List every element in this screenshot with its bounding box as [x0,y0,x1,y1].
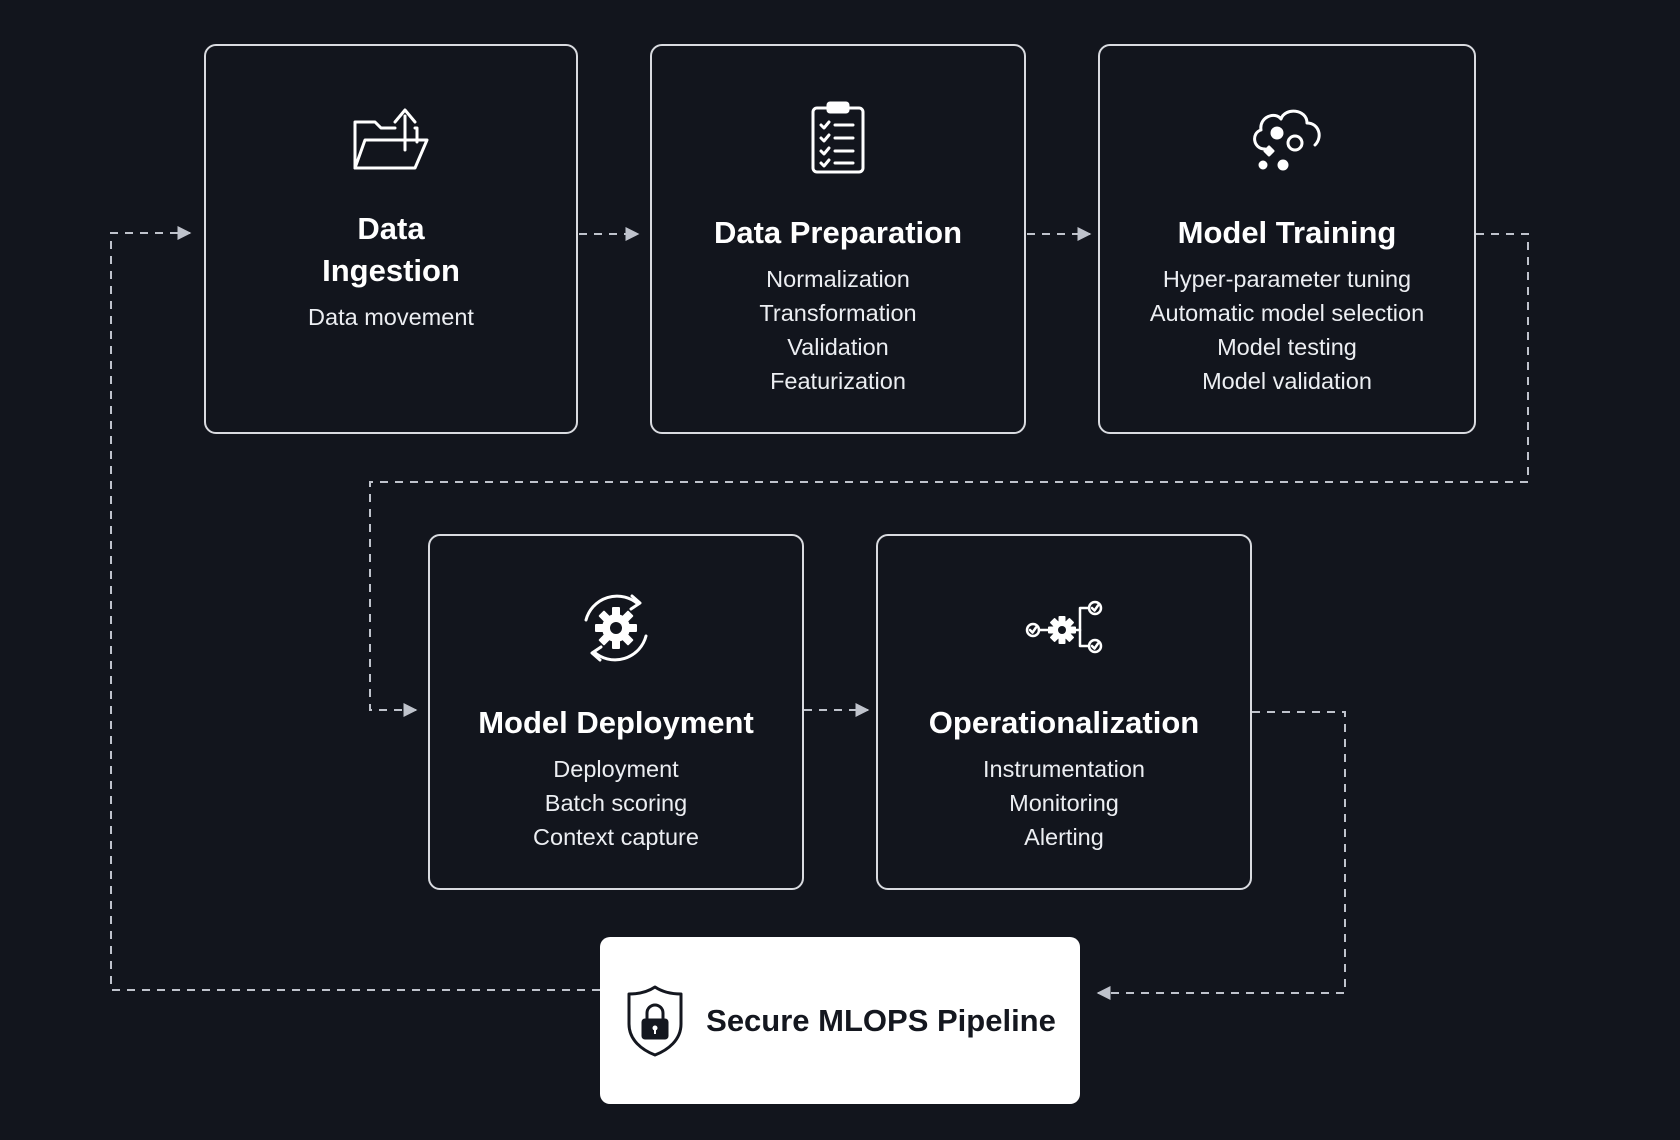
stage-item-list: Data movement [308,300,474,334]
stage-item: Normalization [766,266,910,292]
stage-card-model-deployment: Model Deployment Deployment Batch scorin… [428,534,804,890]
clipboard-checklist-icon [798,98,878,178]
connector-operationalization-to-pipeline [1096,711,1346,1000]
stage-item: Monitoring [1009,790,1119,816]
pipeline-label: Secure MLOPS Pipeline [706,1002,1056,1038]
stage-item: Hyper-parameter tuning [1162,266,1412,292]
stage-item: Transformation [759,300,917,326]
connector-pipeline-to-ingestion [110,226,600,991]
stage-item: Validation [787,334,889,360]
stage-title: Data Preparation [713,215,963,250]
stage-item: Data movement [308,304,474,330]
folder-upload-icon [351,98,431,178]
stage-item: Context capture [533,824,699,850]
stage-item-list: Normalization Transformation Validation … [759,262,916,398]
secure-pipeline-badge: Secure MLOPS Pipeline [600,937,1080,1104]
stage-title: Data Ingestion [322,211,460,288]
stage-item: Automatic model selection [1149,300,1425,326]
stage-item: Featurization [770,368,906,394]
stage-item: Model validation [1202,368,1372,394]
stage-item-list: Deployment Batch scoring Context capture [533,752,699,854]
gear-workflow-icon [1024,588,1104,668]
stage-item: Model testing [1217,334,1357,360]
stage-card-model-training: Model Training Hyper-parameter tuning Au… [1098,44,1476,434]
stage-item: Batch scoring [544,790,688,816]
cloud-network-icon [1247,98,1327,178]
stage-item: Alerting [1024,824,1104,850]
stage-card-operationalization: Operationalization Instrumentation Monit… [876,534,1252,890]
stage-title: Model Deployment [478,705,754,740]
stage-item-list: Instrumentation Monitoring Alerting [983,752,1145,854]
stage-item-list: Hyper-parameter tuning Automatic model s… [1150,262,1424,398]
stage-title: Model Training [1177,215,1397,250]
stage-card-data-preparation: Data Preparation Normalization Transform… [650,44,1026,434]
shield-lock-icon [624,984,686,1058]
stage-item: Instrumentation [983,756,1145,782]
stage-card-data-ingestion: Data Ingestion Data movement [204,44,578,434]
stage-title: Operationalization [928,705,1200,740]
gear-cycle-icon [576,588,656,668]
stage-item: Deployment [553,756,679,782]
